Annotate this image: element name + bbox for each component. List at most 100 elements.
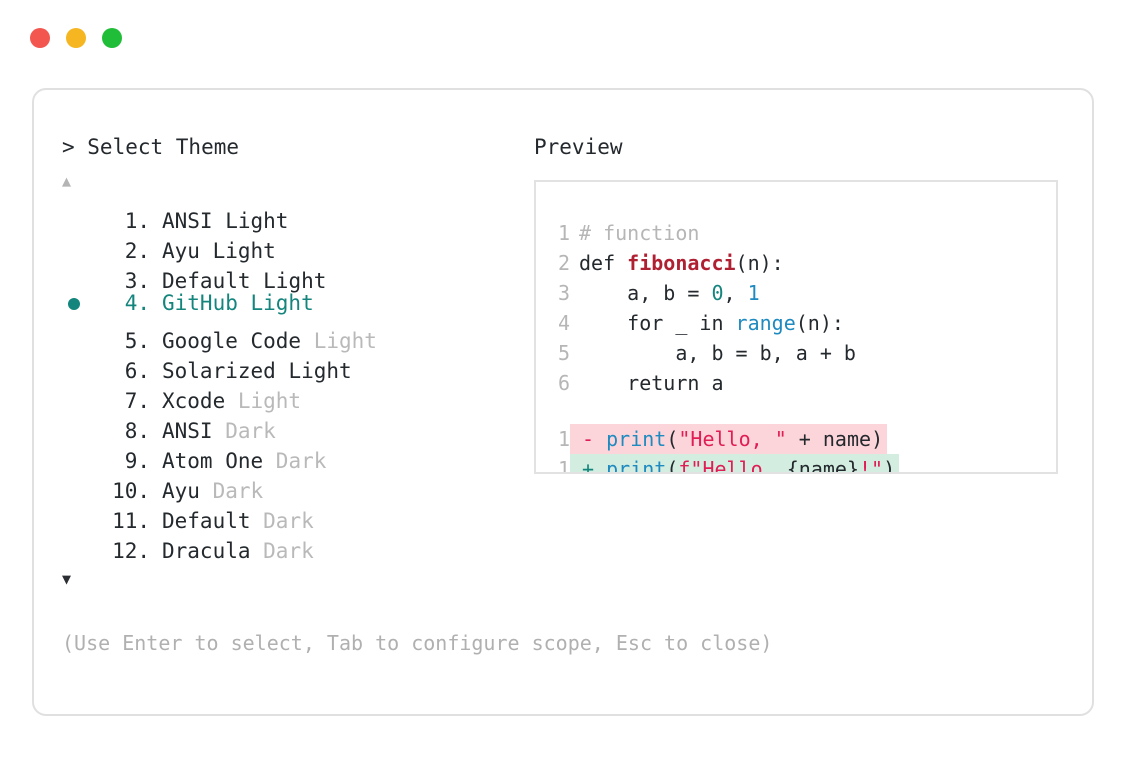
code-token: fibonacci (627, 251, 736, 275)
theme-list-item[interactable]: 7.Xcode Light (62, 378, 532, 413)
theme-list[interactable]: 1.ANSI Light 2. Ayu Light 3. Default Light… (62, 198, 532, 563)
theme-item-name: Google Code (162, 329, 302, 353)
theme-item-name: Solarized (162, 359, 276, 383)
code-line-text: def fibonacci(n): (570, 248, 784, 278)
selection-indicator (62, 318, 96, 348)
maximize-window-button[interactable] (102, 28, 122, 48)
theme-item-variant: Dark (212, 419, 276, 443)
theme-item-index: 9. (112, 449, 150, 473)
code-token: range (735, 311, 796, 335)
code-token: "Hello, " (678, 427, 787, 451)
code-line-text: for _ in range(n): (570, 308, 844, 338)
theme-item-index: 3. (112, 269, 150, 293)
selection-indicator (62, 438, 96, 468)
theme-list-item[interactable]: 8. ANSI Dark (62, 408, 532, 443)
theme-item-name: Default (162, 509, 251, 533)
selection-indicator (62, 289, 96, 319)
code-token: ) (883, 457, 896, 474)
code-token: + name (786, 427, 872, 451)
code-token: return a (579, 371, 724, 395)
theme-item-name: Xcode (162, 389, 226, 413)
theme-item-name: Ayu (162, 239, 200, 263)
diff-line-body: - print("Hello, " + name) (570, 424, 888, 454)
code-token: a, b = (579, 281, 712, 305)
code-token: !" (859, 457, 884, 474)
diff-line-body: + print(f"Hello, {name}!") (570, 454, 900, 474)
theme-item-variant: Light (225, 389, 302, 413)
theme-list-item[interactable]: 10.Ayu Dark (62, 468, 532, 503)
code-token: f"Hello, (678, 457, 787, 474)
selected-bullet-icon (68, 298, 80, 310)
code-token: (n): (795, 311, 844, 335)
theme-item-name: GitHub (162, 291, 238, 315)
code-line-number: 6 (557, 371, 570, 395)
theme-item-index: 10. (112, 479, 150, 503)
minimize-window-button[interactable] (66, 28, 86, 48)
code-line: 5 a, b = b, a + b (536, 338, 1056, 368)
code-token: (n): (735, 251, 784, 275)
selection-indicator (62, 468, 96, 498)
theme-item-variant: Light (275, 359, 352, 383)
theme-picker-card: > Select Theme ▲ 1.ANSI Light 2. Ayu Ligh… (32, 88, 1094, 716)
selection-indicator (62, 348, 96, 378)
code-token: def (579, 251, 628, 275)
theme-list-item[interactable]: 11. Default Dark (62, 498, 532, 533)
code-line-number: 1 (557, 221, 570, 245)
code-token: a, b = b, a + b (579, 341, 856, 365)
code-line-text: a, b = 0, 1 (570, 278, 759, 308)
code-token: print (606, 427, 667, 451)
theme-list-item[interactable]: 3. Default Light (62, 258, 532, 293)
code-line-number: 4 (557, 311, 570, 335)
code-line: 4 for _ in range(n): (536, 308, 1056, 338)
theme-item-variant: Dark (263, 449, 327, 473)
diff-sign: - (570, 427, 607, 451)
window-traffic-lights (30, 28, 122, 48)
selection-indicator (62, 408, 96, 438)
code-token: # function (579, 221, 700, 245)
theme-item-index: 2. (112, 239, 150, 263)
diff-line-del: 1 - print("Hello, " + name) (536, 424, 1056, 454)
selection-indicator (62, 498, 96, 528)
diff-sign: + (570, 457, 607, 474)
theme-item-name: ANSI (162, 419, 213, 443)
selection-indicator (62, 378, 96, 408)
selection-indicator (62, 228, 96, 258)
code-line: 6 return a (536, 368, 1056, 398)
selection-indicator (62, 528, 96, 558)
theme-list-item[interactable]: 5. Google Code Light (62, 318, 532, 353)
theme-item-variant: Light (301, 329, 377, 353)
code-token: ( (666, 427, 679, 451)
theme-item-index: 6. (112, 359, 150, 383)
theme-item-name: Default (162, 269, 251, 293)
code-line-number: 2 (557, 251, 570, 275)
theme-selection-pane: > Select Theme ▲ 1.ANSI Light 2. Ayu Ligh… (62, 134, 532, 590)
code-line-number: 5 (557, 341, 570, 365)
theme-item-name: ANSI (162, 209, 213, 233)
scroll-up-indicator-icon[interactable]: ▲ (62, 172, 72, 190)
theme-list-item[interactable]: 12.Dracula Dark (62, 528, 532, 563)
theme-item-index: 11. (112, 509, 150, 533)
theme-item-variant: Light (250, 269, 327, 293)
select-theme-prompt: > Select Theme (62, 135, 240, 159)
theme-list-item[interactable]: 4.GitHub Light (62, 288, 532, 318)
theme-item-variant: Dark (250, 509, 314, 533)
scroll-down-indicator-icon[interactable]: ▼ (62, 570, 72, 588)
code-line-text: return a (570, 368, 724, 398)
theme-list-item[interactable]: 2.Ayu Light (62, 228, 532, 263)
close-window-button[interactable] (30, 28, 50, 48)
theme-item-name: Ayu (162, 479, 200, 503)
theme-item-index: 12. (112, 539, 150, 563)
theme-item-variant: Dark (250, 539, 314, 563)
selection-indicator (62, 198, 96, 228)
theme-item-index: 5. (112, 329, 150, 353)
theme-item-index: 4. (112, 291, 150, 315)
theme-item-index: 8. (112, 419, 150, 443)
theme-list-item[interactable]: 6. Solarized Light (62, 348, 532, 383)
preview-label: Preview (534, 135, 623, 159)
theme-list-item[interactable]: 1.ANSI Light (62, 198, 532, 233)
theme-list-item[interactable]: 9.Atom One Dark (62, 438, 532, 473)
